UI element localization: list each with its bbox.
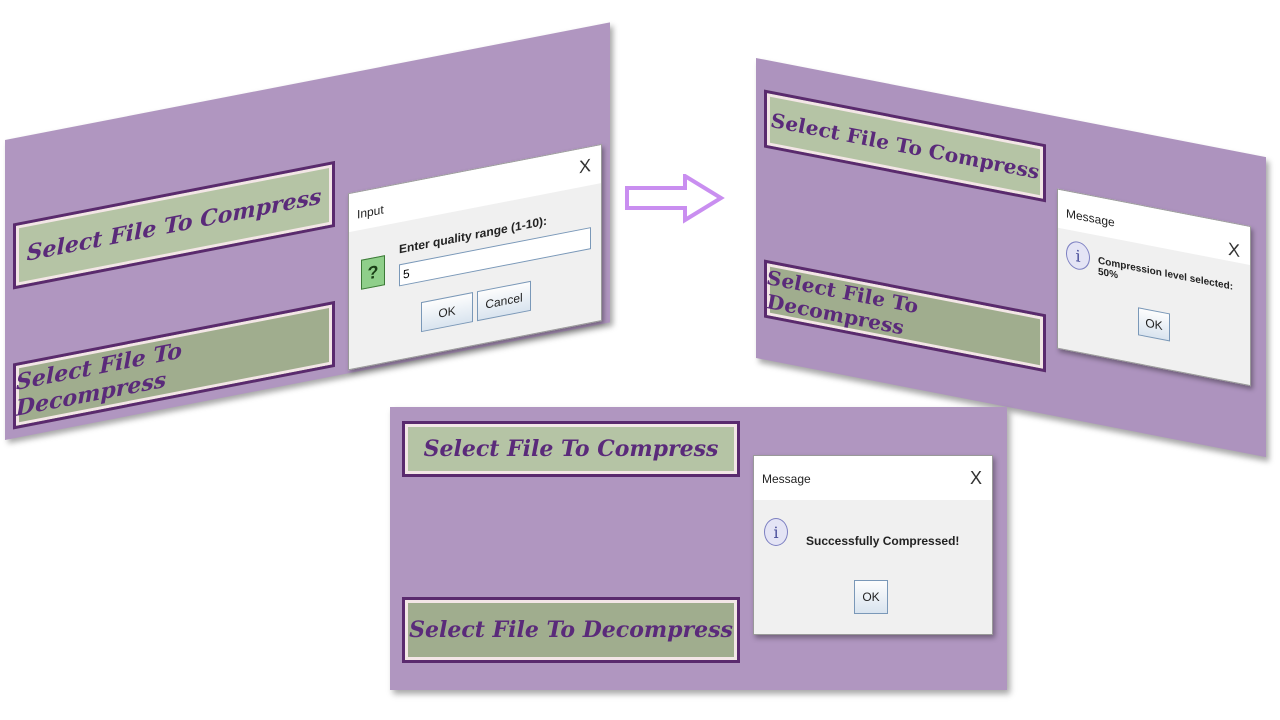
message-dialog: Message X i Successfully Compressed! OK: [753, 455, 993, 635]
select-decompress-button[interactable]: Select File To Decompress: [13, 300, 335, 430]
message-text: Successfully Compressed!: [806, 534, 960, 548]
input-dialog: Input X ? Enter quality range (1-10): OK…: [348, 143, 602, 371]
ok-button[interactable]: OK: [421, 292, 473, 333]
app-window-step3: Select File To Compress Select File To D…: [390, 407, 1007, 690]
select-decompress-button[interactable]: Select File To Decompress: [764, 259, 1046, 373]
ok-button[interactable]: OK: [1138, 307, 1170, 342]
question-icon: ?: [361, 255, 385, 290]
select-compress-button[interactable]: Select File To Compress: [13, 160, 335, 290]
dialog-title: Message: [762, 472, 811, 486]
info-icon: i: [764, 518, 788, 546]
app-window-step1: Select File To Compress Select File To D…: [5, 22, 610, 441]
message-dialog: Message X i Compression level selected: …: [1057, 188, 1251, 387]
close-icon[interactable]: X: [1227, 238, 1240, 262]
close-icon[interactable]: X: [969, 468, 982, 488]
message-text: Compression level selected: 50%: [1098, 255, 1234, 293]
right-arrow-icon: [625, 174, 725, 224]
app-window-step2: Select File To Compress Select File To D…: [756, 58, 1266, 458]
select-decompress-button[interactable]: Select File To Decompress: [402, 597, 740, 663]
cancel-button[interactable]: Cancel: [477, 280, 531, 322]
select-compress-button[interactable]: Select File To Compress: [402, 421, 740, 477]
info-icon: i: [1066, 239, 1090, 272]
close-icon[interactable]: X: [578, 155, 591, 178]
ok-button[interactable]: OK: [854, 580, 888, 614]
select-compress-button[interactable]: Select File To Compress: [764, 89, 1046, 203]
